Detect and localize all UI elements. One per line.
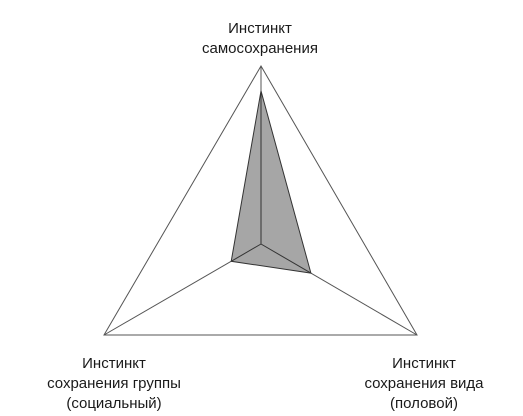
axis-label-species-preservation: Инстинкт сохранения вида (половой)	[344, 354, 504, 414]
axis-label-line: Инстинкт	[82, 355, 146, 372]
axis-label-line: Инстинкт	[392, 355, 456, 372]
axis-label-self-preservation: Инстинкт самосохранения	[180, 19, 340, 59]
axis-label-line: сохранения группы	[47, 375, 181, 392]
value-spoke-2	[260, 243, 312, 274]
axis-label-line: Инстинкт	[228, 20, 292, 37]
data-area	[230, 90, 312, 274]
value-spokes	[230, 90, 312, 274]
axis-label-group-preservation: Инстинкт сохранения группы (социальный)	[34, 354, 194, 414]
axis-label-line: (социальный)	[66, 395, 162, 412]
axis-label-line: сохранения вида	[364, 375, 484, 392]
outer-triangle	[103, 65, 418, 336]
axis-label-line: (половой)	[390, 395, 458, 412]
axis-label-line: самосохранения	[202, 40, 318, 57]
value-spoke-1	[230, 243, 262, 262]
